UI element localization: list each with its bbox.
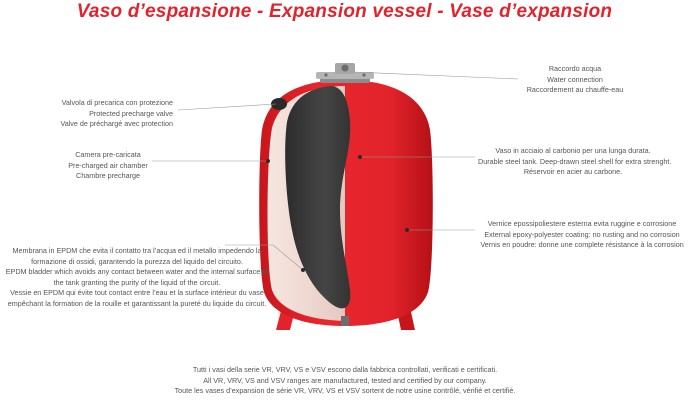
callout-membrane: Membrana in EPDM che evita il contatto t… [5,246,269,308]
connection-flange [316,72,374,79]
precharge-valve-icon [271,98,287,110]
connection-base [320,78,370,83]
callout-water-connection: Raccordo acqua Water connection Raccorde… [526,64,624,95]
callout-air-chamber: Camera pre-caricata Pre-charged air cham… [68,150,148,181]
footer-certification: Tutti i vasi della serie VR, VRV, VS e V… [174,365,516,396]
callout-paint: Vernice epossipoliestere esterna evita r… [480,219,684,250]
drain-fitting [341,316,349,326]
callout-precharge-valve: Valvola di precarica con protezione Prot… [60,98,173,129]
callout-steel-tank: Vaso in acciaio al carbonio per una lung… [478,146,672,177]
connection-bolt-icon [341,64,349,72]
page-title: Vaso d’espansione - Expansion vessel - V… [76,1,613,22]
membrane-bladder [285,86,351,309]
